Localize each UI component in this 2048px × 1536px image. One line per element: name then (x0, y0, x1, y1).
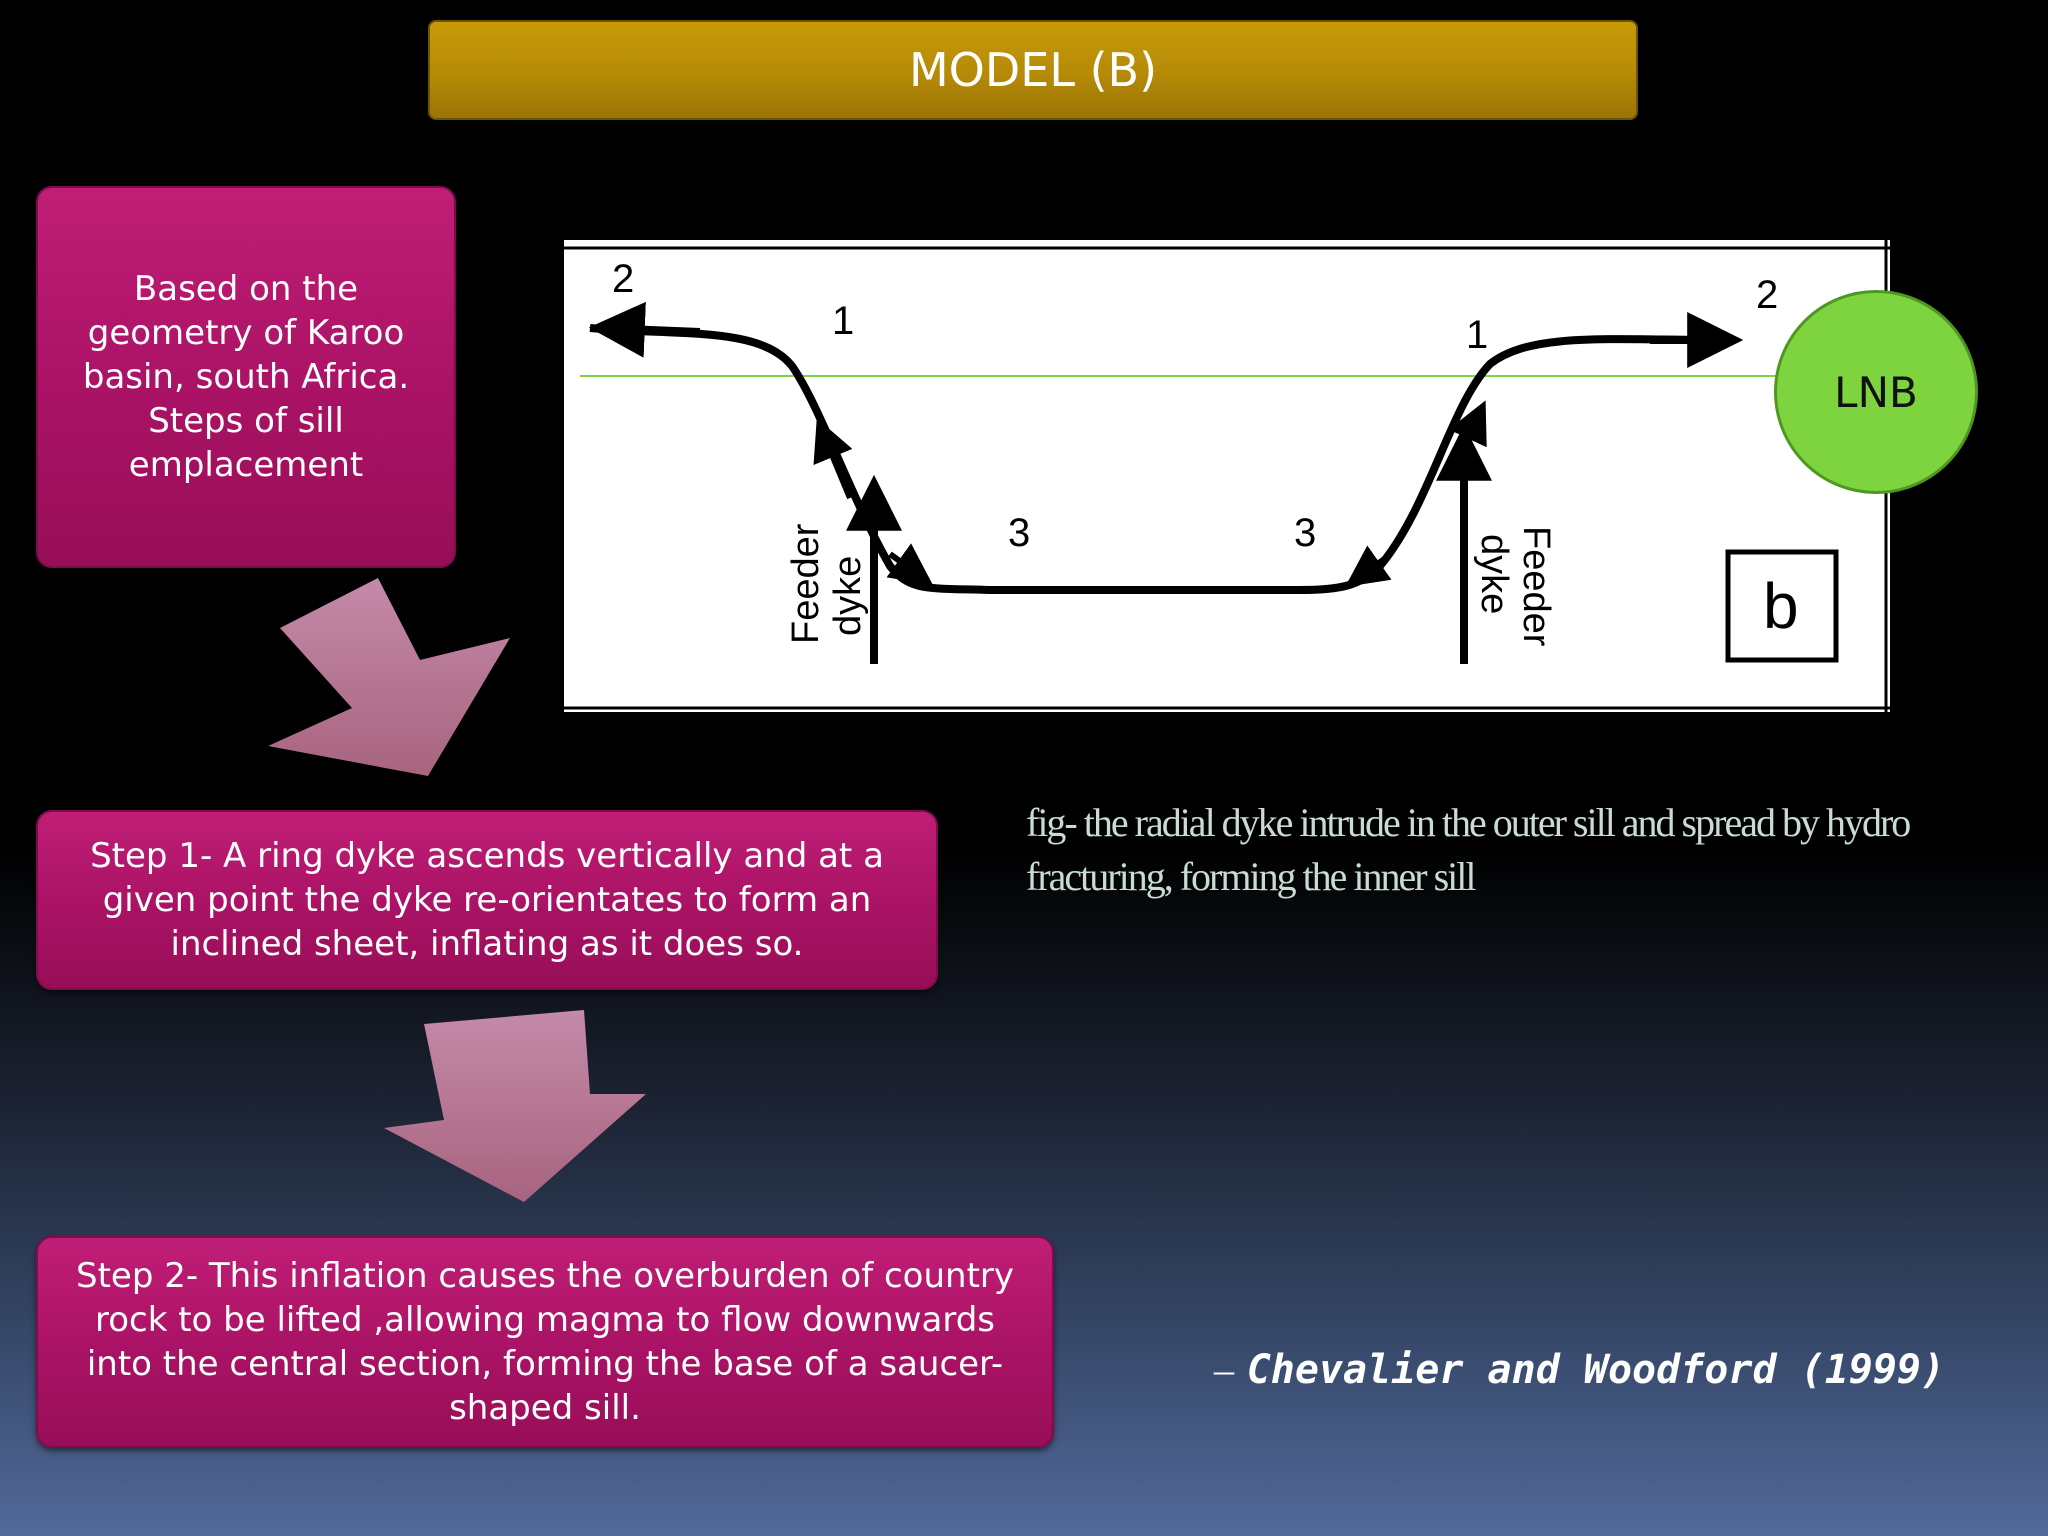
intro-text: Based on the geometry of Karoo basin, so… (82, 269, 410, 485)
sill-profile-path (589, 324, 1725, 594)
figure-frame (560, 236, 1894, 716)
title-bar: MODEL (B) (428, 20, 1638, 120)
slide-title: MODEL (B) (908, 43, 1158, 97)
step1-text: Step 1- A ring dyke ascends vertically a… (90, 836, 884, 964)
step2-box: Step 2- This inflation causes the overbu… (36, 1236, 1054, 1448)
down-arrow-2 (384, 1010, 646, 1202)
lnb-circle: LNB (1774, 290, 1978, 494)
figure-caption: fig- the radial dyke intrude in the oute… (1026, 800, 1911, 899)
label-1-right: 1 (1466, 313, 1488, 357)
arrow-3-right (1345, 545, 1392, 587)
panel-label-box (1725, 549, 1839, 663)
label-1-left: 1 (832, 299, 854, 343)
feeder-dyke-right-line1: Feeder (1515, 526, 1557, 647)
lnb-label: LNB (1834, 367, 1918, 417)
arrow-1-left (813, 418, 853, 500)
feeder-dyke-left-line2: dyke (827, 556, 869, 636)
step1-box: Step 1- A ring dyke ascends vertically a… (36, 810, 938, 990)
step2-text: Step 2- This inflation causes the overbu… (75, 1256, 1015, 1428)
sill-diagram: 2 1 3 3 1 2 Feeder dyke dyke Feeder b (560, 236, 1894, 716)
arrow-3-left (886, 543, 933, 585)
label-2-right: 2 (1756, 273, 1778, 317)
label-3-right: 3 (1294, 511, 1316, 555)
arrow-2-left (588, 301, 701, 358)
feeder-dyke-right-line2: dyke (1473, 534, 1515, 614)
citation-text: Chevalier and Woodford (1999) (1246, 1347, 1946, 1393)
citation: – Chevalier and Woodford (1999) (1214, 1346, 1945, 1393)
intro-box: Based on the geometry of Karoo basin, so… (36, 186, 456, 568)
label-2-left: 2 (612, 257, 634, 301)
citation-dash: – (1214, 1347, 1234, 1392)
feeder-dyke-left-line1: Feeder (785, 523, 827, 644)
panel-label: b (1763, 570, 1799, 642)
down-arrow-1 (268, 578, 510, 776)
label-3-left: 3 (1008, 511, 1030, 555)
